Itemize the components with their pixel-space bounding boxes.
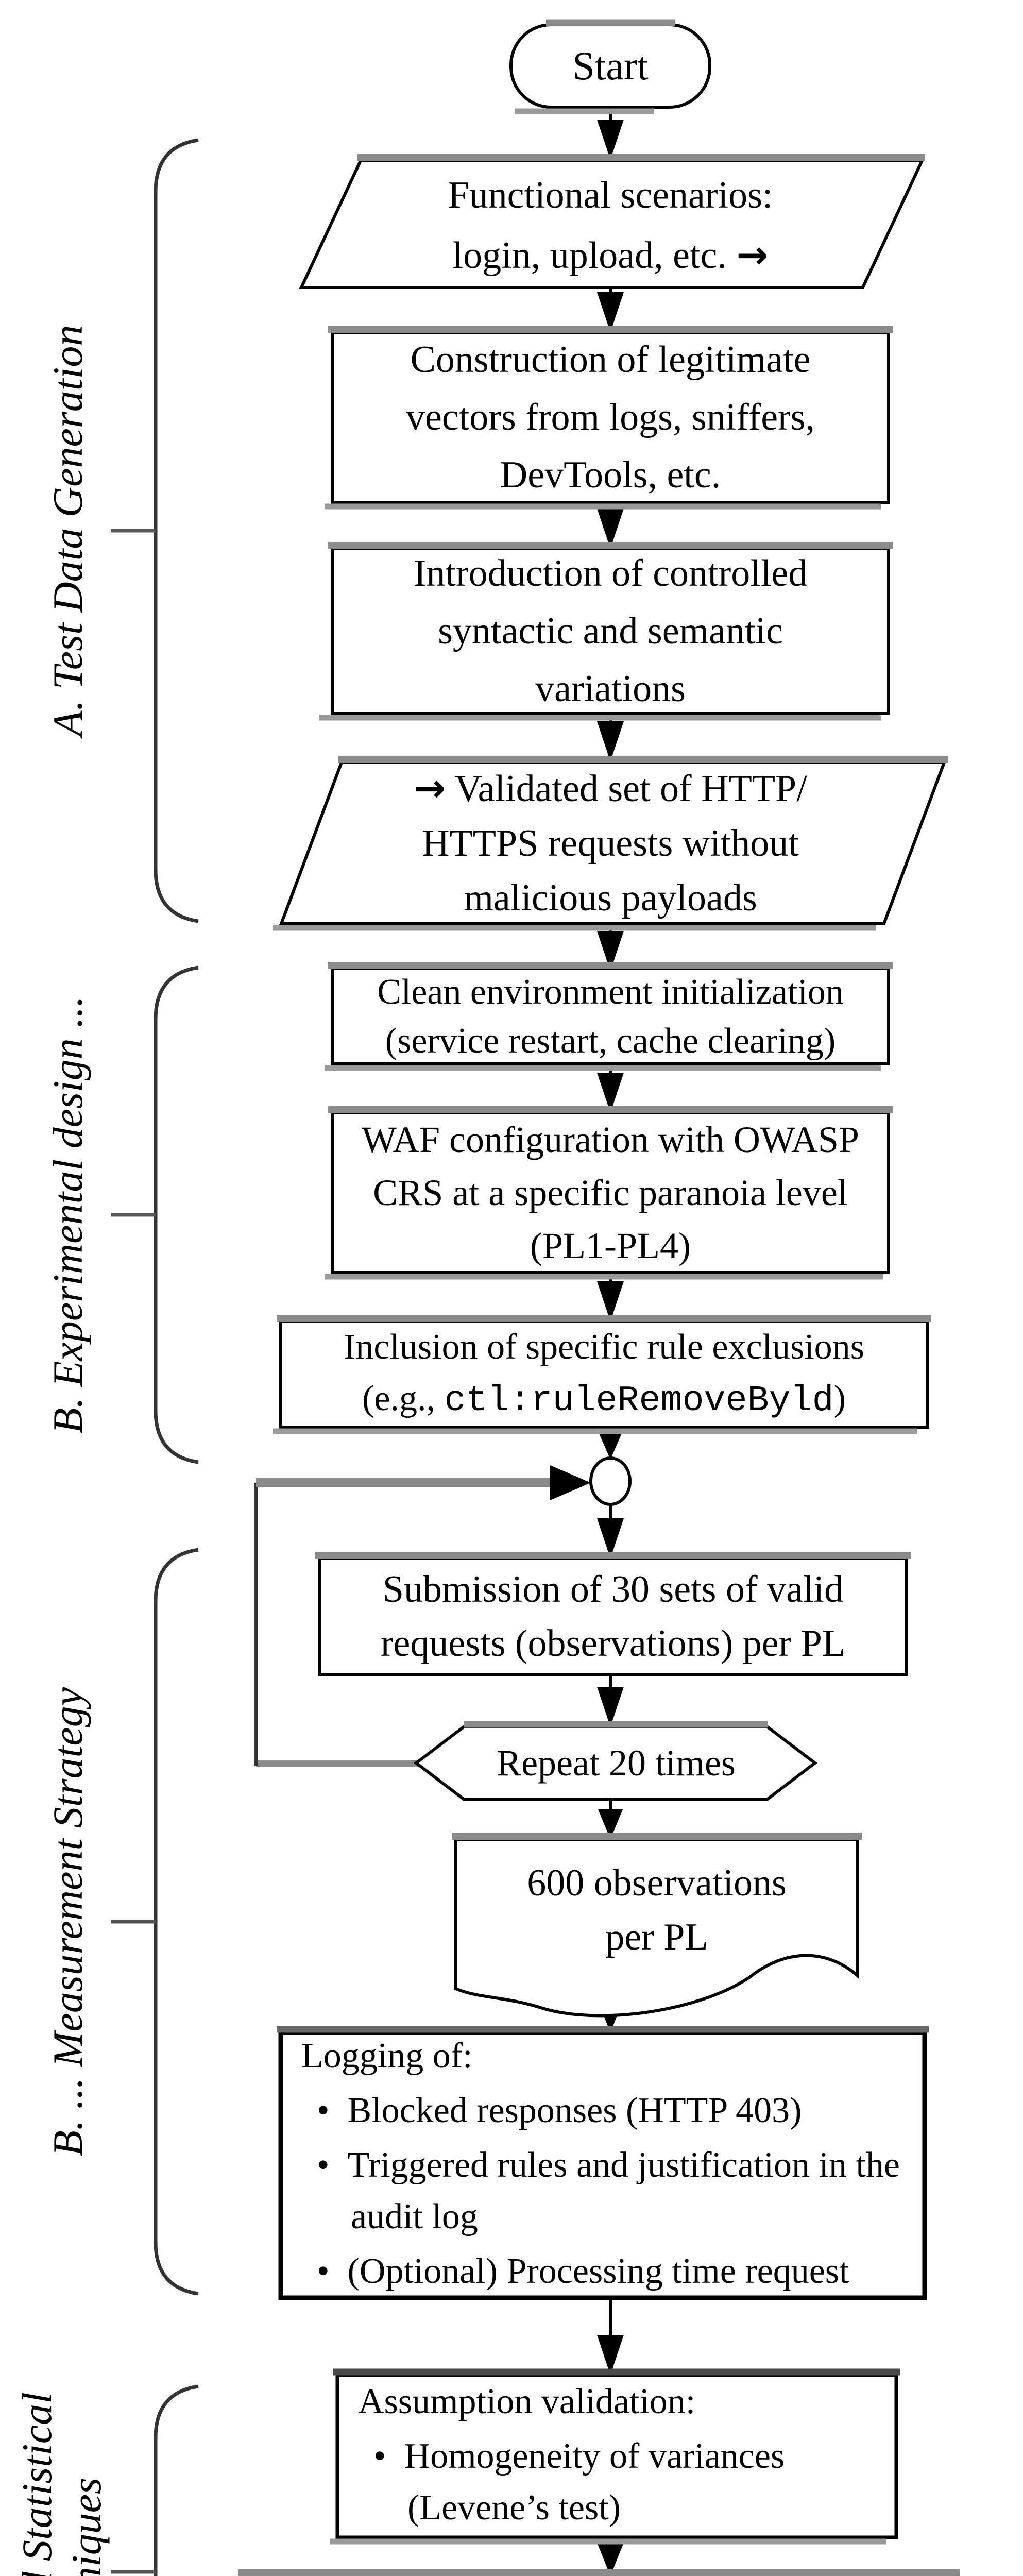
waf-config-node: WAF configuration with OWASP CRS at a sp… (362, 1118, 859, 1266)
submission-shape (315, 1552, 911, 1676)
junction-circle (589, 1456, 632, 1506)
logging-bullet: (Optional) Processing time request (301, 2246, 904, 2297)
loop-back-connector (254, 1465, 591, 1767)
section-brace-b2 (111, 1548, 199, 2296)
construction-shape (325, 326, 893, 510)
section-label-b2: B. ... Measurement Strategy (44, 1687, 91, 2157)
section-label-c: C. Applied Statistical Techniques (12, 2392, 111, 2576)
section-label-b1: B. Experimental design ... (44, 996, 91, 1434)
rule-exclusions-shape (273, 1315, 931, 1434)
functional-scenarios-shape (299, 154, 925, 289)
clean-env-shape (325, 962, 893, 1071)
functional-line2: login, upload, etc. → (452, 232, 769, 277)
logging-bullet: Blocked responses (HTTP 403) (301, 2085, 904, 2137)
loop-arrowhead (550, 1465, 591, 1500)
observations-document-shape (452, 1833, 862, 2018)
assumption-bullet: Homogeneity of variances (Levene’s test) (358, 2431, 876, 2534)
section-label-c-line2: Techniques (63, 2478, 110, 2576)
section-brace-a (111, 138, 199, 923)
logging-node: Logging of: Blocked responses (HTTP 403)… (281, 2032, 925, 2298)
logging-title: Logging of: (301, 2036, 473, 2076)
logging-bullet: Triggered rules and justification in the… (301, 2140, 904, 2243)
rule-exclusions-node: Inclusion of specific rule exclusions (e… (344, 1327, 864, 1421)
section-label-c-line1: C. Applied Statistical (13, 2392, 60, 2576)
introduction-shape (319, 542, 893, 721)
section-brace-c (111, 2384, 199, 2576)
observations-document-node: 600 observations per PL (527, 1861, 787, 1958)
section-label-a: A. Test Data Generation (44, 325, 91, 737)
repeat-hexagon-node: Repeat 20 times (417, 1727, 815, 1799)
right-arrow-glyph: → (414, 766, 446, 810)
submission-node: Submission of 30 sets of valid requests … (380, 1568, 846, 1665)
ttest-shape (238, 2569, 960, 2576)
start-node: Start (507, 23, 713, 108)
flow-arrowheads (597, 120, 624, 2576)
functional-line1: Functional scenarios: (448, 174, 773, 216)
construction-node: Construction of legitimate vectors from … (406, 338, 815, 496)
validated-set-node: → Validated set of HTTP/ HTTPS requests … (414, 766, 807, 919)
right-arrow-glyph: → (736, 232, 769, 277)
introduction-node: Introduction of controlled syntactic and… (413, 552, 808, 710)
waf-config-shape (325, 1106, 893, 1280)
logging-bullet-list: Blocked responses (HTTP 403) Triggered r… (301, 2082, 904, 2300)
start-node-shape (509, 19, 711, 114)
rule-id-code: ctl:ruleRemoveByld (444, 1381, 834, 1421)
repeat-hexagon-shape (414, 1721, 817, 1801)
validated-set-shape (273, 756, 948, 931)
start-label: Start (572, 43, 649, 88)
assumption-node: Assumption validation: Homogeneity of va… (337, 2375, 896, 2537)
section-brace-b1 (111, 965, 199, 1464)
repeat-label: Repeat 20 times (497, 1742, 736, 1784)
functional-scenarios-node: Functional scenarios: login, upload, etc… (330, 164, 891, 286)
clean-env-node: Clean environment initialization (servic… (377, 972, 844, 1061)
assumption-bullet-list: Homogeneity of variances (Levene’s test) (358, 2428, 876, 2537)
assumption-title: Assumption validation: (358, 2381, 696, 2421)
